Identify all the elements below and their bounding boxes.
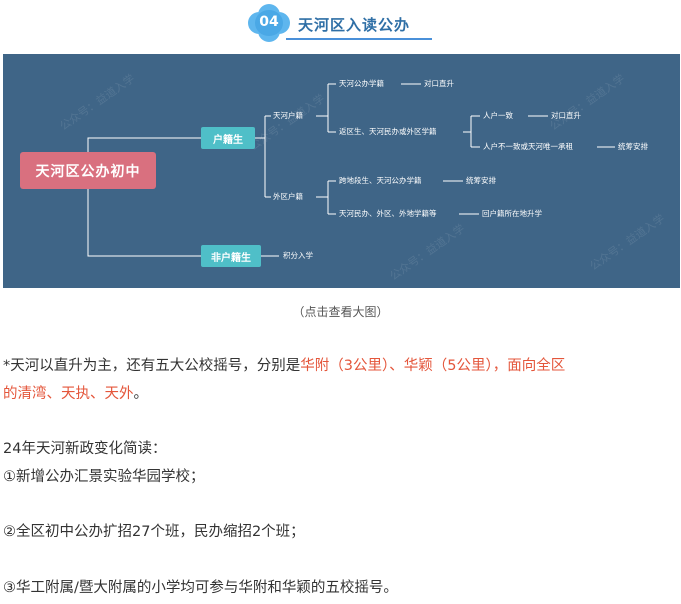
leaf-returning: 返区生、天河民办或外区学籍 [339,127,437,136]
highlight-schools: 的清湾、天执、天外 [3,386,134,402]
leaf-result: 统筹安排 [466,176,496,185]
root-node: 天河区公办初中 [20,152,156,189]
intro-line-2: 的清湾、天执、天外。 [3,386,148,402]
leaf-result: 回户籍所在地升学 [482,209,542,218]
leaf-different-household: 人户不一致或天河唯一承租 [483,142,573,151]
leaf-points-admission: 积分入学 [283,251,313,260]
leaf-tianhe-public: 天河公办学籍 [339,79,384,88]
leaf-private-other: 天河民办、外区、外地学籍等 [339,209,437,218]
policy-item: ③华工附属/暨大附属的小学均可参与华附和华颖的五校摇号。 [3,580,398,596]
node-non-huji: 非户籍生 [201,245,261,267]
leaf-result: 对口直升 [551,111,581,120]
node-tianhe-huji: 天河户籍 [273,111,303,120]
flower-badge-icon: 04 [248,4,290,42]
highlight-schools: 华附（3公里）、华颖（5公里），面向全区 [300,358,566,374]
intro-line-1: *天河以直升为主，还有五大公校摇号，分别是华附（3公里）、华颖（5公里），面向全… [3,358,566,374]
node-waiqu-huji: 外区户籍 [273,192,303,201]
image-caption[interactable]: （点击查看大图） [292,305,389,319]
section-title: 天河区入读公办 [298,16,411,34]
section-header: 04 天河区入读公办 [248,4,440,42]
leaf-cross-district: 跨地段生、天河公办学籍 [339,176,422,185]
connector-lines [87,83,615,257]
policy-item: ①新增公办汇景实验华园学校； [3,469,205,485]
title-underline [286,38,432,40]
node-huji: 户籍生 [201,127,255,149]
leaf-result: 对口直升 [424,79,454,88]
enrollment-diagram[interactable]: 公众号：益道入学 公众号：益道入学 公众号：益道入学 公众号：益道入学 公众号：… [3,54,680,288]
leaf-same-household: 人户一致 [483,111,513,120]
policy-heading: 24年天河新政变化简读： [3,441,167,457]
section-number: 04 [259,14,279,30]
policy-item: ②全区初中公办扩招27个班，民办缩招2个班； [3,524,305,540]
leaf-result: 统筹安排 [618,142,648,151]
